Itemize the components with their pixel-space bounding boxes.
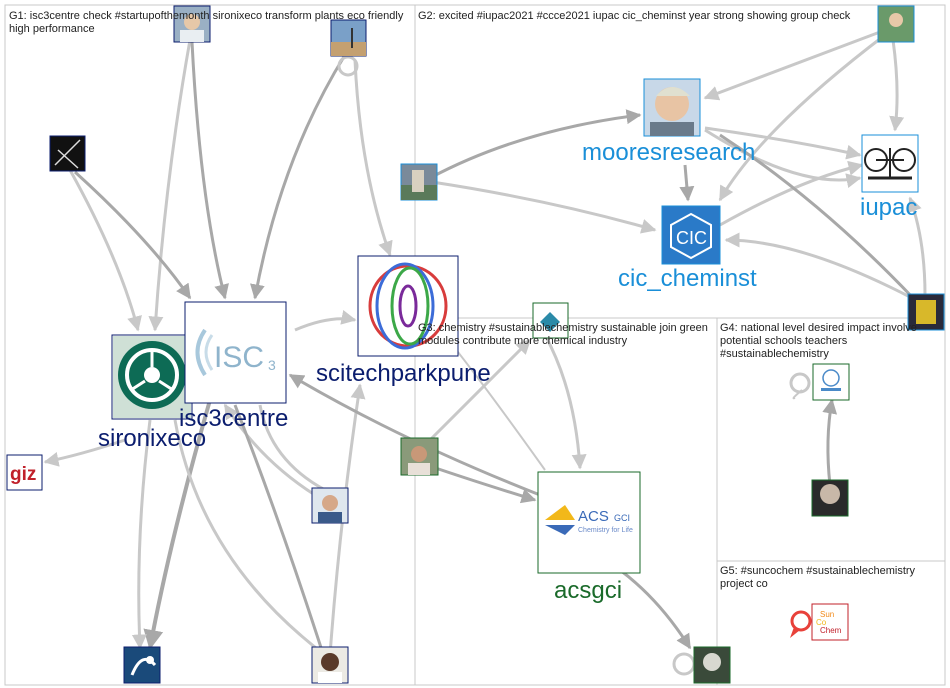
node-user-photo[interactable]: [312, 488, 348, 523]
node-iupac[interactable]: [862, 135, 918, 192]
svg-text:ISC: ISC: [214, 341, 264, 374]
node-user-photo[interactable]: [124, 647, 160, 683]
edge: [255, 55, 345, 298]
svg-text:CIC: CIC: [676, 228, 707, 248]
svg-text:ACS: ACS: [578, 508, 609, 525]
edge: [620, 570, 690, 648]
node-user-photo[interactable]: [401, 164, 437, 200]
node-label-cic_cheminst[interactable]: cic_cheminst: [618, 267, 757, 291]
edge: [192, 42, 225, 298]
node-user-photo[interactable]: [812, 480, 848, 516]
edge: [432, 182, 655, 230]
node-label-sironixeco[interactable]: sironixeco: [98, 427, 206, 451]
map-pin-icon: [790, 612, 810, 638]
node-label-mooresresearch[interactable]: mooresresearch: [582, 141, 755, 165]
node-user-photo[interactable]: [50, 136, 85, 171]
node-acsgci[interactable]: ACS GCI Chemistry for Life: [538, 472, 640, 573]
node-user-photo[interactable]: [401, 438, 438, 475]
node-user-photo[interactable]: [813, 364, 849, 400]
node-label-iupac[interactable]: iupac: [860, 196, 917, 220]
self-loop: [674, 654, 694, 674]
edge: [75, 172, 190, 298]
edge: [70, 170, 138, 330]
group-label-g4: G4: national level desired impact involv…: [720, 322, 942, 361]
node-user-photo[interactable]: [694, 647, 730, 683]
svg-text:Chemistry for Life: Chemistry for Life: [578, 527, 633, 534]
node-suncochem[interactable]: Sun Co Chem: [812, 604, 848, 640]
edge: [155, 40, 190, 330]
group-label-g3: G3: chemistry #sustainablechemistry sust…: [418, 322, 710, 348]
edge: [828, 400, 832, 485]
edge: [295, 319, 355, 330]
edge: [705, 32, 880, 98]
edge: [893, 40, 897, 130]
node-mooresresearch[interactable]: [644, 79, 700, 136]
node-cic_cheminst[interactable]: CIC: [662, 206, 720, 264]
node-label-scitechparkpune[interactable]: scitechparkpune: [316, 362, 491, 386]
edge: [545, 335, 580, 468]
self-loop: [791, 374, 809, 392]
edge: [235, 405, 325, 660]
node-label-acsgci[interactable]: acsgci: [554, 579, 622, 603]
group-label-g1: G1: isc3centre check #startupofthemonth …: [9, 10, 409, 36]
suncochem-logo-text-chem: Chem: [820, 626, 842, 635]
edge: [355, 60, 390, 255]
sironixeco-logo-icon: [118, 341, 186, 409]
edge: [139, 420, 150, 648]
node-isc3centre[interactable]: ISC 3: [185, 302, 286, 403]
edge: [720, 165, 862, 225]
edge: [685, 165, 688, 200]
giz-logo-icon: giz: [10, 464, 36, 485]
edge: [175, 420, 325, 655]
node-giz[interactable]: giz: [7, 455, 42, 490]
node-user-photo[interactable]: [312, 647, 348, 683]
svg-text:3: 3: [268, 357, 276, 373]
group-label-g5: G5: #suncochem #sustainablechemistry pro…: [720, 565, 942, 591]
svg-text:GCI: GCI: [614, 513, 630, 523]
group-label-g2: G2: excited #iupac2021 #ccce2021 iupac c…: [418, 10, 938, 23]
